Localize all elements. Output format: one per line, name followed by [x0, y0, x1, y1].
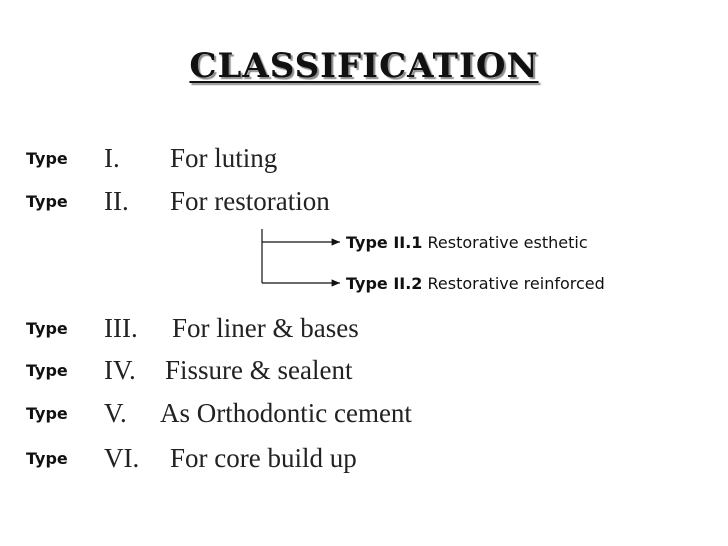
subtype-1: Type II.1 Restorative esthetic	[346, 233, 588, 252]
subtype-description: Restorative esthetic	[427, 233, 588, 252]
type-label: Type	[26, 449, 68, 468]
type-description: For luting	[170, 143, 278, 173]
type-row-3: Type III. For liner & bases	[0, 313, 728, 353]
type-description: For restoration	[170, 186, 330, 216]
type-description: As Orthodontic cement	[160, 398, 412, 428]
type-description: Fissure & sealent	[165, 355, 353, 385]
type-row-6: Type VI. For core build up	[0, 443, 728, 483]
subtype-2: Type II.2 Restorative reinforced	[346, 274, 605, 293]
type-row-4: Type IV. Fissure & sealent	[0, 355, 728, 395]
type-numeral: III.	[104, 313, 138, 343]
type-label: Type	[26, 319, 68, 338]
slide-title: CLASSIFICATION	[189, 46, 539, 86]
subtype-description: Restorative reinforced	[427, 274, 605, 293]
type-numeral: II.	[104, 186, 129, 216]
type-label: Type	[26, 404, 68, 423]
subtype-code: Type II.1	[346, 233, 423, 252]
subtype-code: Type II.2	[346, 274, 423, 293]
type-row-1: Type I. For luting	[0, 143, 728, 183]
type-description: For liner & bases	[172, 313, 359, 343]
type-numeral: VI.	[104, 443, 140, 473]
type-numeral: V.	[104, 398, 127, 428]
type-row-5: Type V. As Orthodontic cement	[0, 398, 728, 438]
type-numeral: IV.	[104, 355, 136, 385]
type-numeral: I.	[104, 143, 120, 173]
type-row-2: Type II. For restoration	[0, 186, 728, 226]
type-label: Type	[26, 361, 68, 380]
type-label: Type	[26, 149, 68, 168]
type-description: For core build up	[170, 443, 357, 473]
type-label: Type	[26, 192, 68, 211]
